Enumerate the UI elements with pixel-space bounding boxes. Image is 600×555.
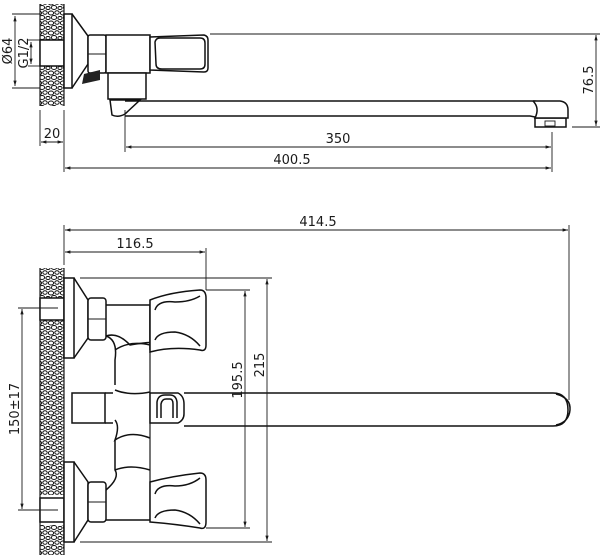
label-thread: G1/2 <box>17 38 32 69</box>
dim-overall-height: 215 <box>80 277 272 543</box>
handle-top <box>149 34 209 73</box>
label-wall-offset: 20 <box>44 127 61 142</box>
label-handle-reach: 116.5 <box>116 237 153 252</box>
label-diameter: Ø64 <box>1 38 16 65</box>
label-overall-height: 215 <box>253 353 268 378</box>
wall-front <box>39 268 65 555</box>
side-outlet <box>71 392 113 424</box>
wall-top <box>39 4 65 106</box>
spout-front <box>184 392 571 427</box>
dim-diameter: Ø64 <box>1 13 40 89</box>
dim-handle-span: 195.5 <box>206 289 250 529</box>
body-column <box>105 300 151 520</box>
dim-thread: G1/2 <box>17 38 40 69</box>
body-top <box>105 34 151 118</box>
dim-handle-reach: 116.5 <box>65 237 207 290</box>
dim-wall-offset: 20 <box>39 110 65 146</box>
upper-handle <box>149 289 207 353</box>
label-height: 76.5 <box>582 66 597 95</box>
upper-valve <box>63 277 154 359</box>
front-view: 414.5 116.5 150±17 195.5 215 <box>8 215 571 555</box>
lower-valve <box>63 461 150 543</box>
label-spout-reach: 350 <box>326 132 351 147</box>
dim-total-reach: 400.5 <box>63 146 551 172</box>
center-knob <box>149 392 185 424</box>
dim-overall-length: 414.5 <box>63 215 570 400</box>
label-overall-length: 414.5 <box>299 215 336 230</box>
nut-top <box>82 34 107 84</box>
label-handle-span: 195.5 <box>231 361 246 398</box>
label-total-reach: 400.5 <box>273 153 310 168</box>
dim-height: 76.5 <box>210 33 600 128</box>
dim-centers: 150±17 <box>8 307 58 511</box>
spout-top <box>125 100 569 128</box>
dim-spout-reach: 350 <box>124 110 553 172</box>
top-view: Ø64 G1/2 20 350 400.5 <box>1 4 600 172</box>
label-centers: 150±17 <box>8 383 23 435</box>
lower-handle <box>149 472 207 530</box>
